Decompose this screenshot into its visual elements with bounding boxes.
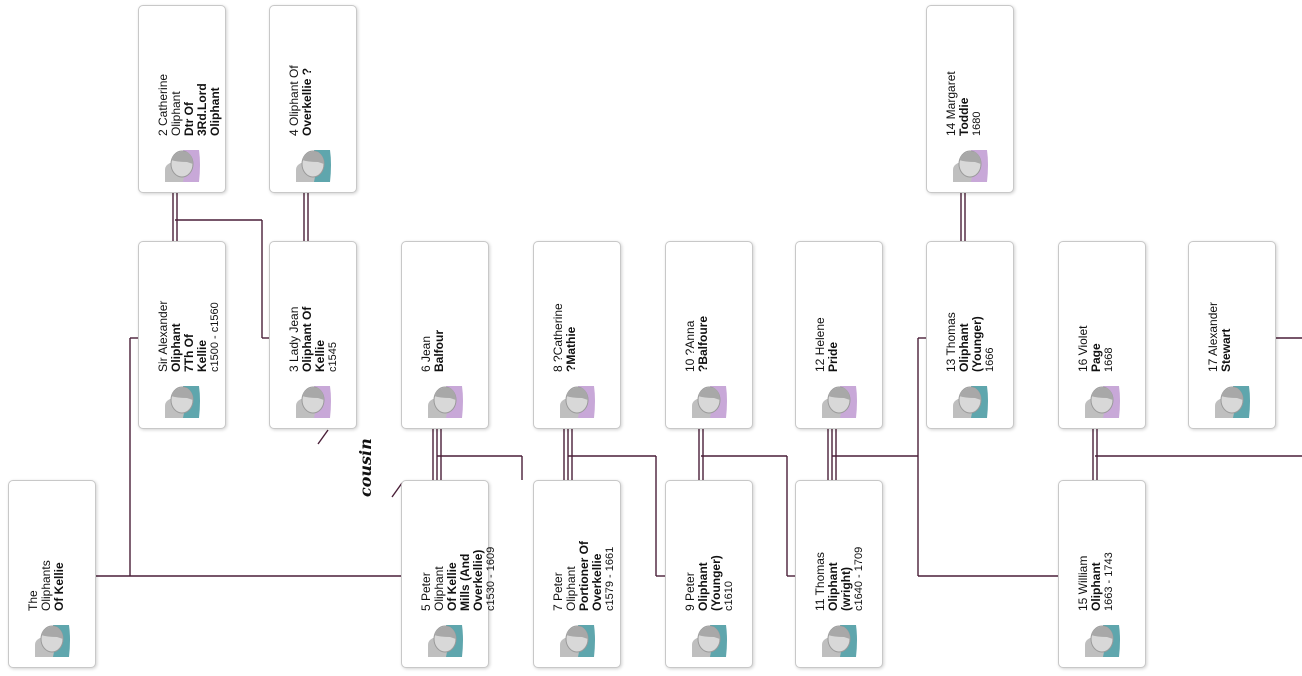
person-surname-line: Kellie [313, 339, 327, 372]
avatar-icon [288, 144, 338, 184]
person-surname-line: Kellie [195, 339, 209, 372]
avatar-icon [945, 380, 995, 420]
person-dates: c1640 - 1709 [853, 546, 865, 611]
person-surname-line: Oliphant [208, 87, 222, 136]
avatar-icon [945, 144, 995, 184]
avatar-icon [1077, 380, 1127, 420]
avatar-icon [157, 144, 207, 184]
person-surname-line: Oliphant [1089, 562, 1103, 611]
person-dates: 1663 - 1743 [1103, 552, 1115, 611]
person-surname-line: Pride [826, 341, 840, 372]
person-dates: c1610 [723, 581, 735, 611]
person-surname-line: Balfour [432, 330, 446, 372]
avatar-icon [157, 380, 207, 420]
person-dates: 1668 [1103, 347, 1115, 372]
person-surname-line: Overkellie ? [300, 67, 314, 136]
person-surname-line: ?Mathie [564, 326, 578, 372]
person-surname-line: Overkellie) [471, 549, 485, 611]
person-text: 8 ?Catherine?Mathie [551, 303, 578, 372]
avatar-icon [27, 619, 77, 659]
avatar-icon [420, 619, 470, 659]
avatar-icon [814, 380, 864, 420]
cousin-mark [391, 482, 403, 498]
avatar-icon [1207, 380, 1257, 420]
person-card-p10[interactable]: 10 ?Anna?Balfoure [665, 241, 753, 429]
avatar-icon [552, 380, 602, 420]
person-text: 10 ?Anna?Balfoure [683, 315, 710, 372]
person-surname-line: Stewart [1219, 328, 1233, 372]
person-dates: c1530 - 1609 [485, 546, 497, 611]
avatar-icon [420, 380, 470, 420]
person-surname-line: (Younger) [970, 316, 984, 372]
avatar-icon [684, 380, 734, 420]
cousin-mark [317, 429, 329, 445]
avatar-icon [288, 380, 338, 420]
person-dates: 1666 [984, 347, 996, 372]
person-surname-line: (Younger) [709, 555, 723, 611]
avatar-icon [1077, 619, 1127, 659]
avatar-icon [684, 619, 734, 659]
person-dates: 1680 [971, 111, 983, 136]
person-dates: c1500 - c1560 [209, 302, 221, 372]
person-surname-line: Page [1089, 343, 1103, 372]
cousin-annotation: cousin [356, 438, 375, 497]
person-surname-line: (wright) [839, 567, 853, 611]
person-surname-line: Overkellie [590, 553, 604, 611]
person-surname-line: ?Balfoure [696, 315, 710, 372]
person-surname-line: Of Kellie [52, 562, 66, 611]
person-dates: c1545 [327, 342, 339, 372]
person-card-p8[interactable]: 8 ?Catherine?Mathie [533, 241, 621, 429]
person-dates: c1579 - 1661 [604, 546, 616, 611]
avatar-icon [814, 619, 864, 659]
avatar-icon [552, 619, 602, 659]
person-surname-line: Toddie [957, 97, 971, 136]
